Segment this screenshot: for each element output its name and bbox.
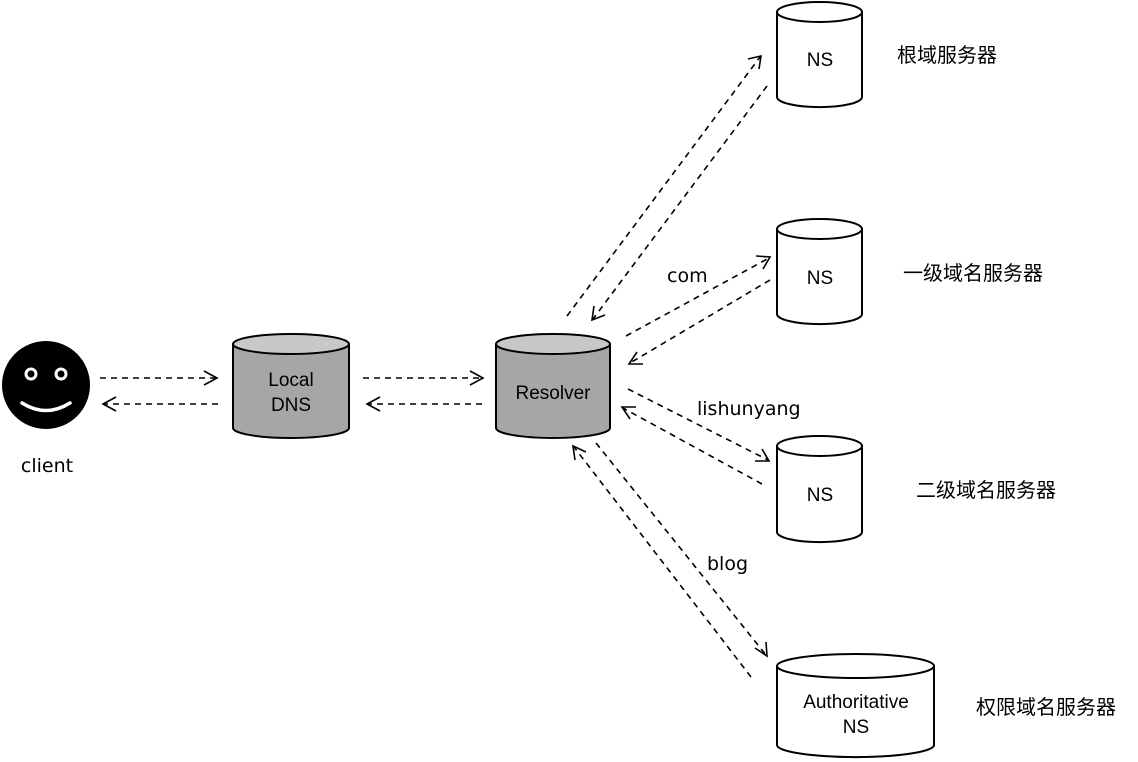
local-dns-label-line1: Local [268, 370, 313, 391]
second-level-ns-label: NS [807, 485, 833, 506]
client-label: client [21, 455, 73, 477]
tld-server-caption: 一级域名服务器 [903, 261, 1043, 285]
authoritative-ns-label-line2: NS [843, 717, 869, 738]
arrow-resolver-to-local-dns [365, 396, 482, 412]
arrow-authoritative-to-resolver [572, 444, 752, 678]
arrow-root-to-resolver [591, 85, 768, 322]
arrow-resolver-to-root [566, 54, 762, 317]
authoritative-ns-node: Authoritative NS [776, 653, 935, 759]
arrow-resolver-to-tld [625, 255, 772, 337]
resolver-label: Resolver [516, 383, 592, 404]
arrow-resolver-to-authoritative [595, 442, 768, 658]
tld-ns-node: NS [776, 218, 863, 326]
root-server-caption: 根域服务器 [897, 43, 997, 67]
second-level-server-caption: 二级域名服务器 [916, 478, 1056, 502]
root-ns-node: NS [776, 1, 863, 109]
edge-label-blog: blog [707, 553, 748, 575]
arrow-tld-to-resolver [627, 279, 771, 365]
local-dns-label-line2: DNS [271, 395, 311, 416]
edge-label-lishunyang: lishunyang [697, 398, 801, 420]
arrow-client-to-local-dns [100, 370, 219, 386]
arrow-second-level-to-resolver [620, 406, 763, 485]
tld-ns-label: NS [807, 268, 833, 289]
edge-label-com: com [667, 265, 708, 287]
arrow-resolver-to-second-level [627, 388, 771, 462]
authoritative-server-caption: 权限域名服务器 [976, 695, 1116, 719]
arrow-local-dns-to-client [101, 396, 218, 412]
second-level-ns-node: NS [776, 435, 863, 544]
resolver-node: Resolver [495, 333, 611, 439]
authoritative-ns-label-line1: Authoritative [803, 692, 909, 713]
client-face-icon [2, 341, 90, 429]
local-dns-node: Local DNS [232, 333, 350, 439]
root-ns-label: NS [807, 50, 833, 71]
arrow-local-dns-to-resolver [363, 370, 485, 386]
